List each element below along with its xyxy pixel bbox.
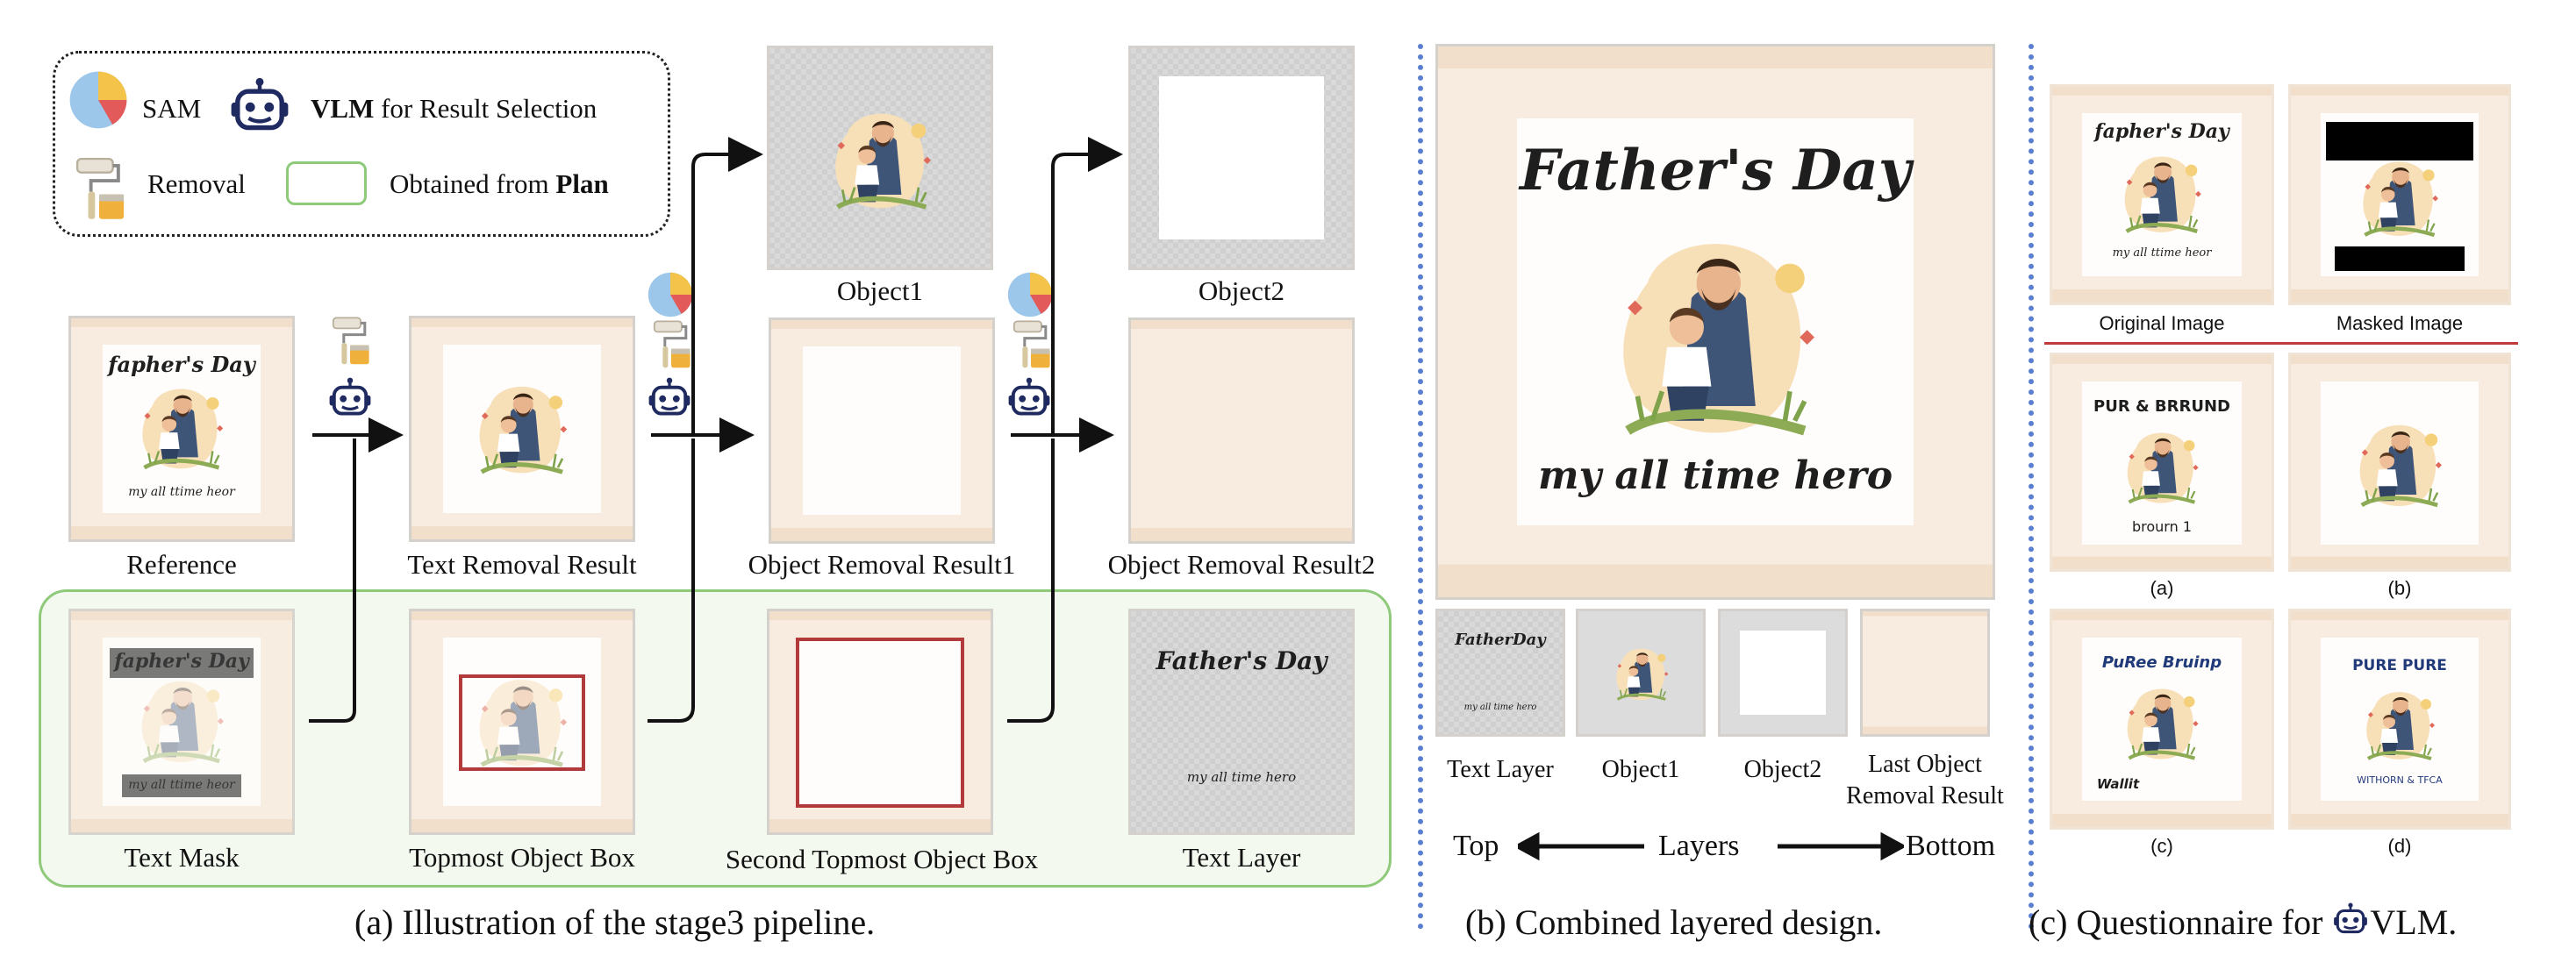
robot-icon bbox=[2331, 902, 2370, 939]
panel-b-caption: (b) Combined layered design. bbox=[1465, 902, 1883, 942]
panel-a-caption: (a) Illustration of the stage3 pipeline. bbox=[354, 902, 876, 942]
divider-left bbox=[1418, 44, 1423, 930]
option-a-label: (a) bbox=[2150, 577, 2174, 599]
text-mask-image: fapher's Day my all ttime heor bbox=[68, 609, 295, 835]
object-removal-result1-label: Object Removal Result1 bbox=[748, 549, 1016, 580]
option-d-thumb[interactable]: PURE PURE WITHORN & TFCA bbox=[2288, 609, 2511, 830]
original-image-thumb: fapher's Day my all ttime heor bbox=[2050, 84, 2274, 305]
layer-background-thumb bbox=[1860, 609, 1990, 737]
option-c-thumb[interactable]: PuRee Bruinp Wallit bbox=[2050, 609, 2274, 830]
object2-image bbox=[1128, 46, 1355, 270]
layer-object1-label: Object1 bbox=[1601, 756, 1680, 783]
plan-swatch bbox=[286, 161, 367, 205]
text-layer-image: Father's Day my all time hero bbox=[1128, 609, 1355, 835]
masked-image-thumb bbox=[2288, 84, 2511, 305]
separator-line bbox=[2044, 342, 2518, 345]
object1-label: Object1 bbox=[836, 275, 924, 306]
option-a-thumb: PUR & BRRUND brourn 1 bbox=[2050, 353, 2274, 572]
layer-object2-thumb bbox=[1718, 609, 1848, 737]
topmost-object-box-image bbox=[409, 609, 635, 835]
option-c-label: (c) bbox=[2150, 835, 2173, 857]
text-layer-label: Text Layer bbox=[1182, 842, 1301, 873]
layers-label: Layers bbox=[1658, 830, 1740, 862]
text-removal-result-image bbox=[409, 316, 635, 542]
legend-vlm-label: VLM for Result Selection bbox=[311, 93, 597, 124]
text-mask-label: Text Mask bbox=[124, 842, 240, 873]
pipeline-arrows bbox=[309, 137, 1123, 723]
layers-bottom-label: Bottom bbox=[1906, 830, 1996, 862]
second-topmost-object-box-image bbox=[767, 609, 993, 835]
second-topmost-object-box-label: Second Topmost Object Box bbox=[725, 844, 1039, 874]
combined-design-image: Father's Day my all time hero bbox=[1435, 44, 1995, 600]
text-removal-result-label: Text Removal Result bbox=[407, 549, 637, 580]
option-b-thumb[interactable] bbox=[2288, 353, 2511, 572]
panel-c-caption: (c) Questionnaire for VLM. bbox=[2029, 902, 2458, 942]
divider-right bbox=[2029, 44, 2034, 930]
legend-box bbox=[53, 51, 670, 237]
reference-image: fapher's Day my all ttime heor bbox=[68, 316, 295, 542]
object1-image bbox=[767, 46, 993, 270]
original-image-label: Original Image bbox=[2099, 312, 2225, 334]
legend-sam-label: SAM bbox=[142, 93, 202, 124]
option-b-label: (b) bbox=[2387, 577, 2412, 599]
masked-image-label: Masked Image bbox=[2336, 312, 2464, 334]
layer-object2-label: Object2 bbox=[1743, 756, 1822, 783]
layer-text-label: Text Layer bbox=[1447, 756, 1554, 783]
topmost-object-box-label: Topmost Object Box bbox=[409, 842, 635, 873]
layers-top-label: Top bbox=[1453, 830, 1499, 862]
object-removal-result2-label: Object Removal Result2 bbox=[1107, 549, 1376, 580]
object-removal-result1-image bbox=[769, 317, 995, 544]
layers-arrows bbox=[1518, 831, 1904, 861]
layer-last-label-line1: Last Object bbox=[1868, 751, 1982, 778]
legend-plan-label: Obtained from Plan bbox=[390, 168, 609, 199]
option-d-label: (d) bbox=[2387, 835, 2412, 857]
legend-removal-label: Removal bbox=[147, 168, 246, 199]
object2-label: Object2 bbox=[1198, 275, 1285, 306]
layer-object1-thumb bbox=[1576, 609, 1706, 737]
reference-label: Reference bbox=[126, 549, 237, 580]
topmost-box-outline bbox=[459, 674, 585, 771]
layer-text-thumb: FatherDay my all time hero bbox=[1435, 609, 1565, 737]
object-removal-result2-image bbox=[1128, 317, 1355, 544]
second-box-outline bbox=[796, 638, 964, 808]
layer-last-label-line2: Removal Result bbox=[1846, 782, 2004, 809]
